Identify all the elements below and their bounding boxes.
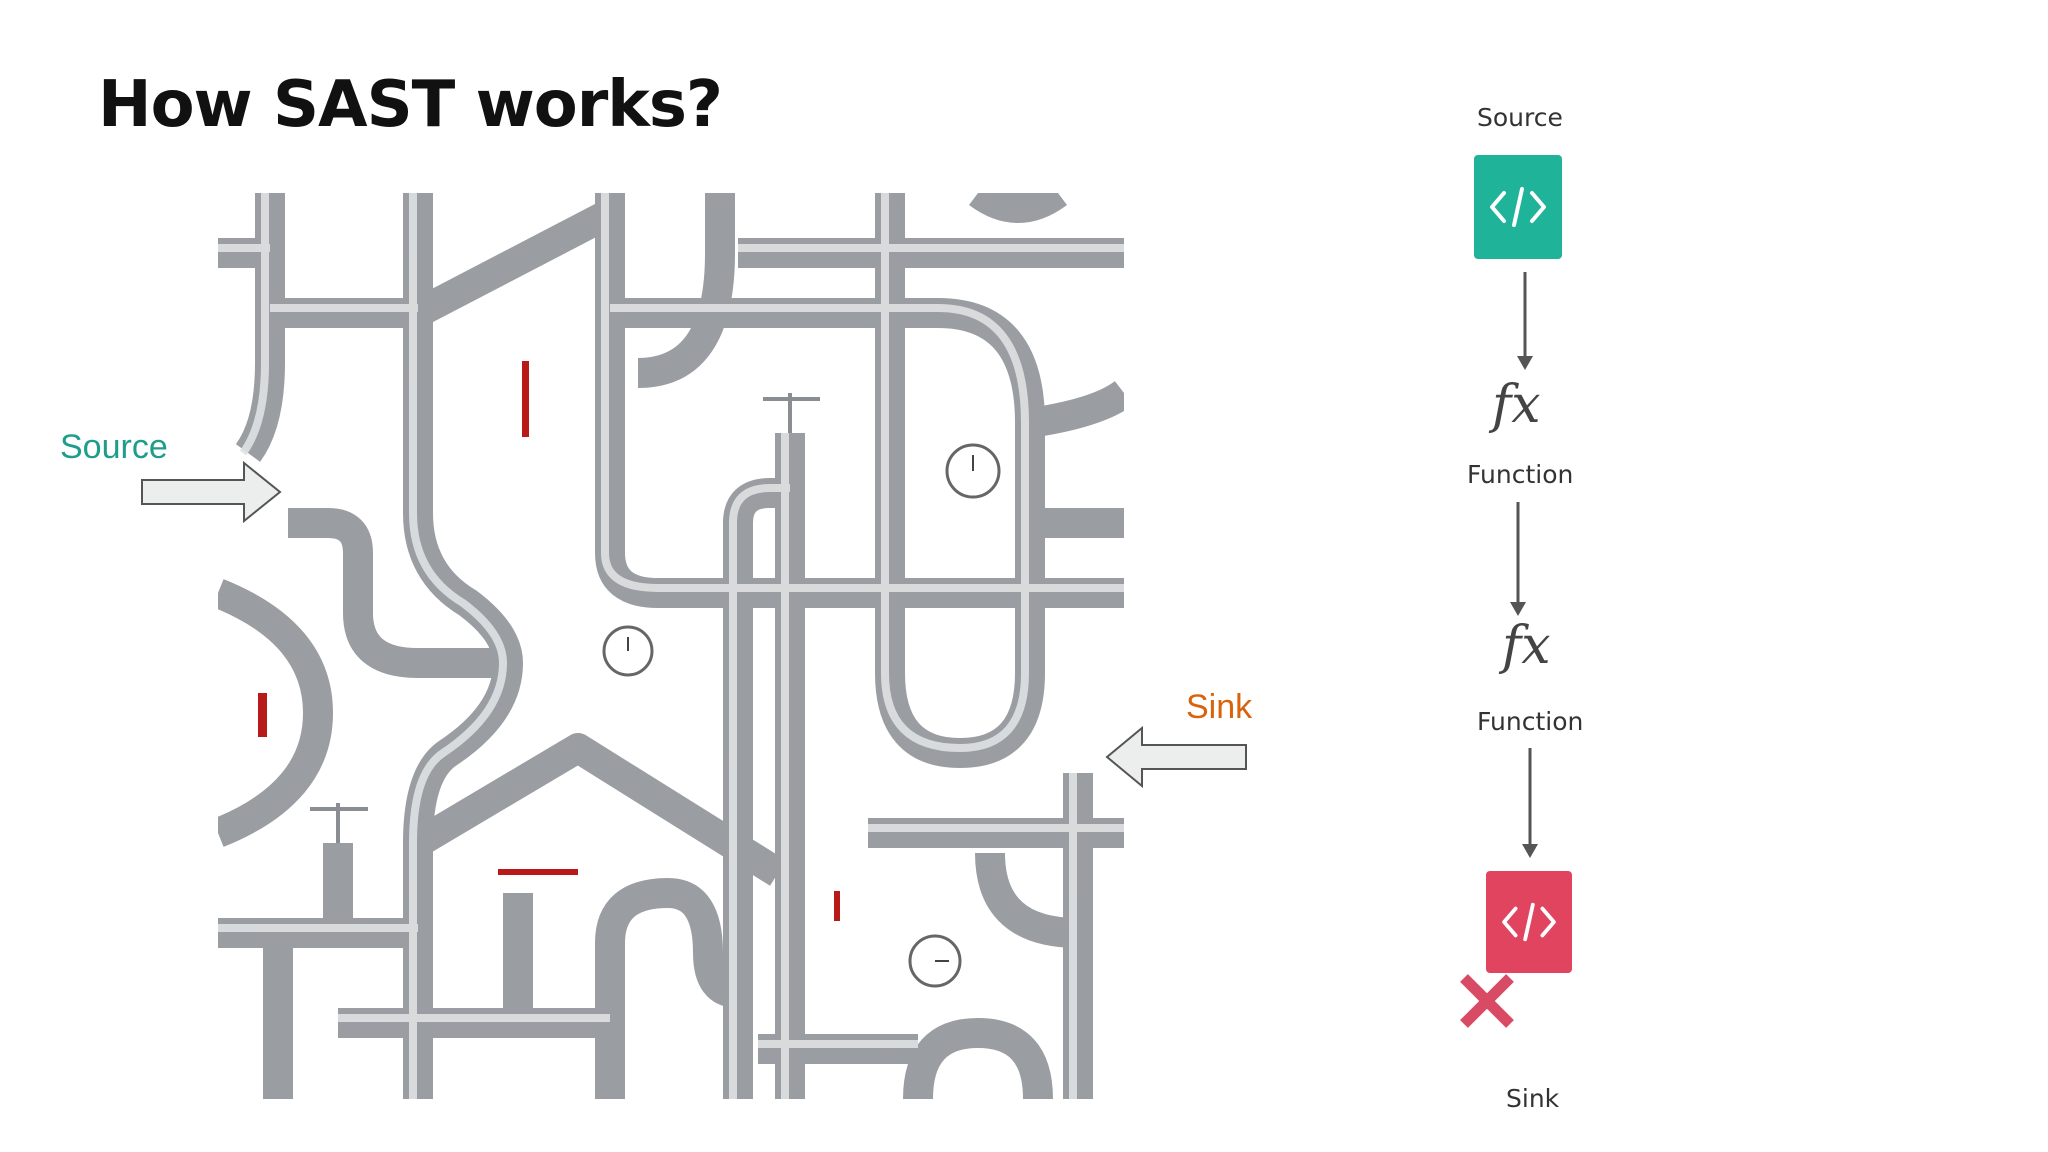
flow-source-label: Source bbox=[1477, 103, 1563, 132]
slide-title: How SAST works? bbox=[98, 68, 723, 142]
sink-tile bbox=[1486, 871, 1572, 973]
right-arrow-icon bbox=[141, 460, 282, 524]
function-icon: fx bbox=[1502, 616, 1551, 676]
flow-function-label-2: Function bbox=[1477, 707, 1584, 736]
code-brackets-icon bbox=[1490, 187, 1546, 227]
source-tile bbox=[1474, 155, 1562, 259]
flow-arrow-2 bbox=[1510, 502, 1526, 616]
flow-arrow-1 bbox=[1517, 272, 1533, 370]
illustration-sink-label: Sink bbox=[1186, 688, 1253, 726]
flow-sink-label: Sink bbox=[1506, 1084, 1560, 1113]
function-icon: fx bbox=[1492, 375, 1541, 435]
flow-arrow-3 bbox=[1522, 748, 1538, 858]
pipes-illustration bbox=[218, 193, 1124, 1099]
code-brackets-icon bbox=[1502, 902, 1556, 942]
left-arrow-icon bbox=[1105, 725, 1247, 789]
x-mark-icon bbox=[1460, 974, 1514, 1028]
illustration-source-label: Source bbox=[60, 428, 168, 466]
flow-function-label-1: Function bbox=[1467, 460, 1574, 489]
